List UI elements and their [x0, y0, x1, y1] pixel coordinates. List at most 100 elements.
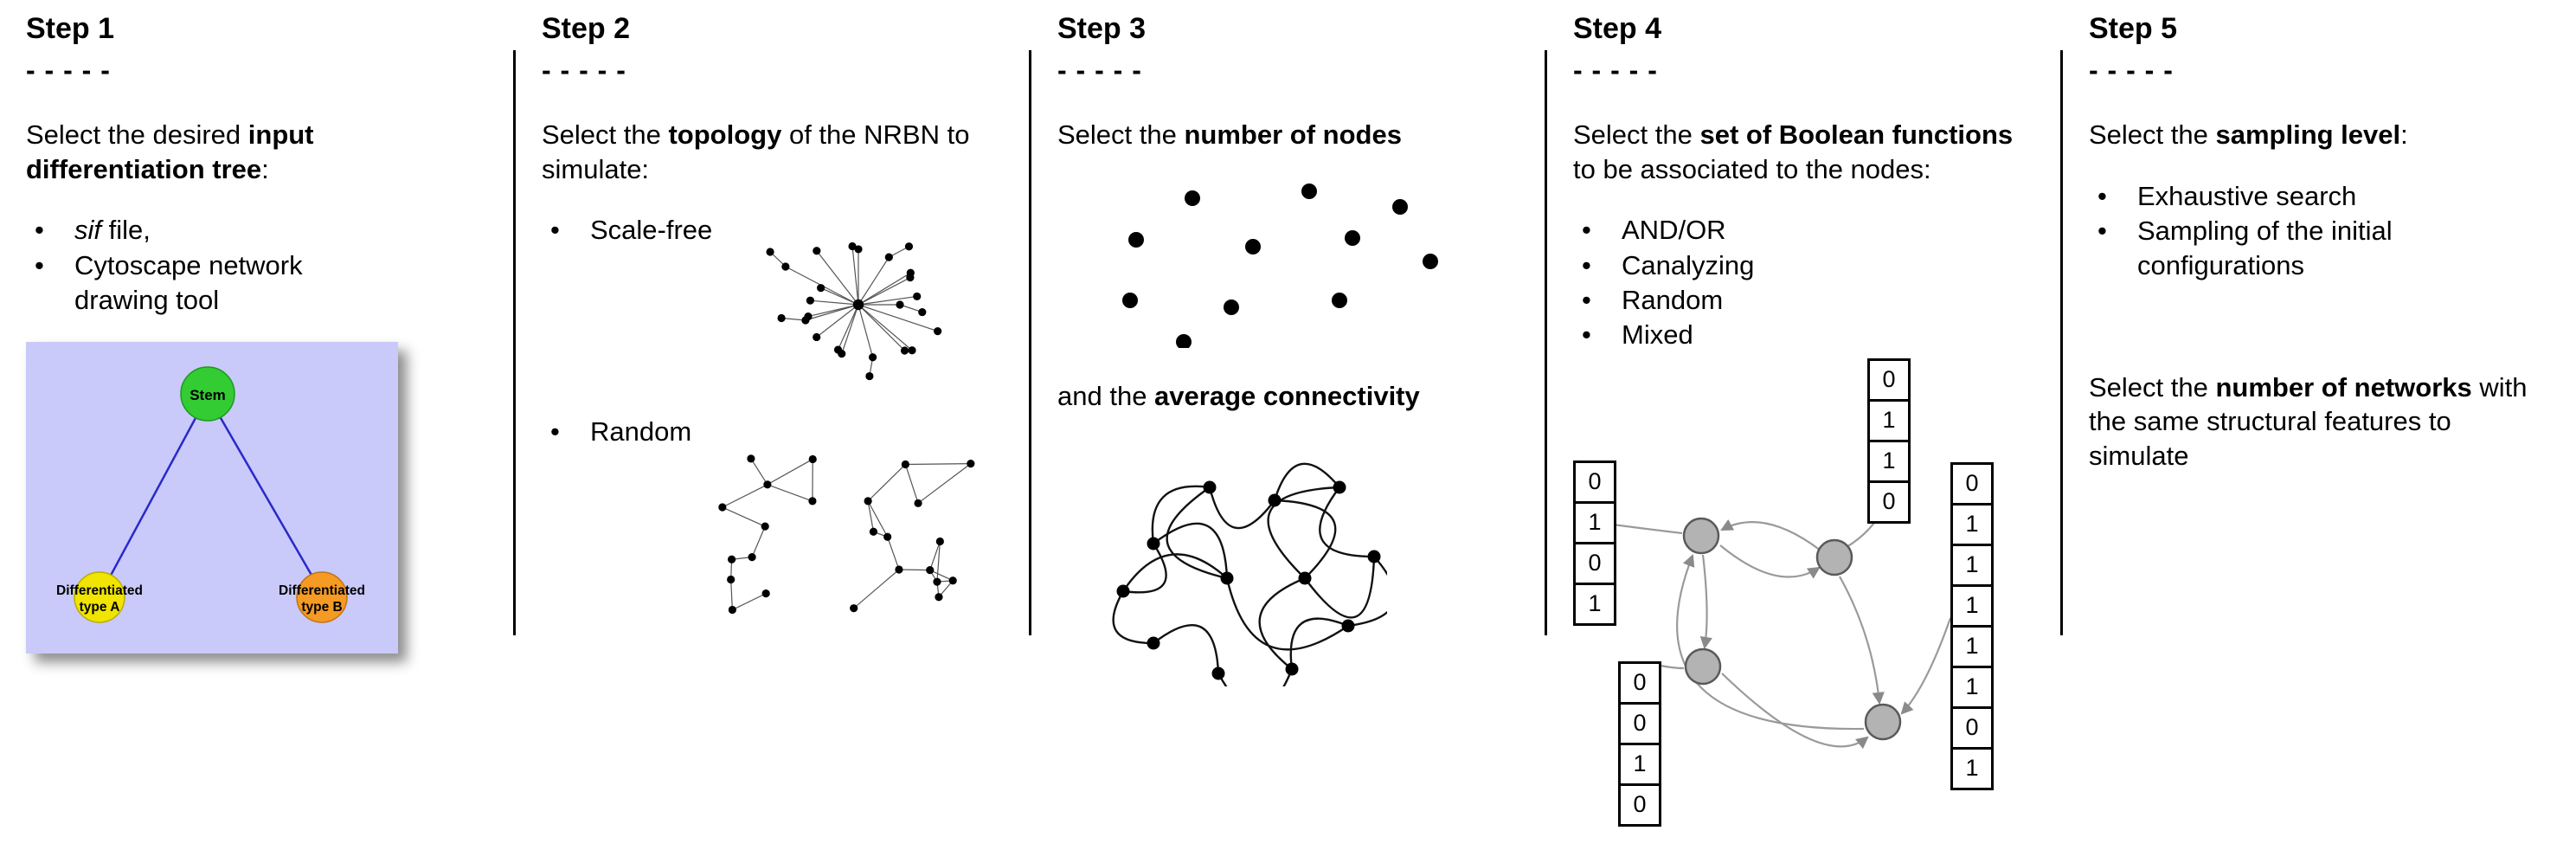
bullet-marker: [1573, 318, 1622, 352]
type-b-label-line2: type B: [301, 600, 342, 615]
bullet-item: Random: [1573, 283, 2040, 318]
truth-table-cell: 1: [1950, 503, 1994, 546]
bullet-item: Mixed: [1573, 318, 2040, 352]
bullet-item: Random: [542, 415, 691, 449]
text-segment: Select the: [1573, 119, 1699, 150]
truth-table-cell: 0: [1573, 460, 1616, 504]
step-4-bullets: AND/OR Canalyzing Random Mixed: [1573, 213, 2040, 352]
dashed-separator: - - - - -: [26, 55, 492, 87]
type-a-label-line1: Differentiated: [56, 583, 143, 598]
dashed-separator: - - - - -: [1573, 55, 2040, 87]
step-1-title: Step 1: [26, 12, 492, 46]
gene-node: [1686, 649, 1720, 684]
text-segment-bold: topology: [668, 119, 781, 150]
step-1-description: Select the desired input differentiation…: [26, 118, 492, 186]
boolean-network-nodes: [1684, 518, 1900, 739]
bullet-marker: [1573, 248, 1622, 283]
truth-table-cell: 1: [1950, 625, 1994, 668]
step-3-description-1: Select the number of nodes: [1057, 118, 1524, 152]
truth-table-cell: 1: [1950, 584, 1994, 628]
step-5-description: Select the sampling level:: [2089, 118, 2555, 152]
step-4-column: Step 4 - - - - - Select the set of Boole…: [1547, 0, 2060, 863]
bullet-item: Exhaustive search: [2089, 179, 2555, 214]
gene-node: [1684, 518, 1718, 553]
gene-node: [1817, 540, 1852, 575]
text-segment-bold: number of nodes: [1184, 119, 1401, 150]
text-segment: Select the desired: [26, 119, 248, 150]
scale-free-row: Scale-free: [542, 213, 1008, 411]
truth-table-cell: 1: [1950, 544, 1994, 587]
step-5-bullets: Exhaustive search Sampling of the initia…: [2089, 179, 2555, 284]
text-segment: :: [261, 154, 269, 184]
step-5-title: Step 5: [2089, 12, 2555, 46]
bullet-marker: [542, 415, 590, 449]
random-row: Random: [542, 415, 1008, 621]
bullet-marker: [26, 248, 74, 283]
bullet-marker: [542, 213, 590, 248]
bullet-label: Random: [590, 415, 691, 449]
bullet-label: Cytoscape network drawing tool: [74, 248, 386, 319]
truth-table-cell: 0: [1618, 702, 1661, 745]
text-segment: Select the: [2089, 372, 2215, 403]
bullet-label: sif file,: [74, 213, 151, 248]
bullet-item: Cytoscape network drawing tool: [26, 248, 492, 319]
step-2-title: Step 2: [542, 12, 1008, 46]
bullet-item: AND/OR: [1573, 213, 2040, 248]
bullet-label: Random: [1622, 283, 1723, 318]
differentiation-tree-svg: Stem Differentiated type A Differentiate…: [26, 342, 398, 654]
step-3-title: Step 3: [1057, 12, 1524, 46]
truth-table-cell: 1: [1573, 583, 1616, 626]
step-4-description: Select the set of Boolean functions to b…: [1573, 118, 2040, 186]
bullet-label: Scale-free: [590, 213, 712, 248]
step-3-column: Step 3 - - - - - Select the number of no…: [1031, 0, 1545, 863]
truth-table-cell: 1: [1573, 501, 1616, 544]
text-segment: and the: [1057, 381, 1154, 411]
truth-table-cell: 1: [1950, 666, 1994, 709]
bullet-item: Scale-free: [542, 213, 712, 248]
nodes-scatter-graphic: [1089, 179, 1461, 348]
truth-table-cell: 1: [1867, 440, 1911, 483]
step-4-title: Step 4: [1573, 12, 2040, 46]
step-1-bullets: sif file, Cytoscape network drawing tool: [26, 213, 492, 318]
bullet-label: AND/OR: [1622, 213, 1726, 248]
bullet-marker: [1573, 213, 1622, 248]
step-2-description: Select the topology of the NRBN to simul…: [542, 118, 1008, 186]
type-b-label-line1: Differentiated: [279, 583, 365, 598]
text-segment: :: [2400, 119, 2408, 150]
truth-table-cell: 0: [1618, 783, 1661, 827]
truth-table-cell: 1: [1618, 743, 1661, 786]
stem-label: Stem: [190, 387, 226, 403]
bullet-item: Canalyzing: [1573, 248, 2040, 283]
truth-table-cell: 0: [1867, 358, 1911, 402]
dashed-separator: - - - - -: [2089, 55, 2555, 87]
step-2-column: Step 2 - - - - - Select the topology of …: [516, 0, 1029, 863]
bullet-label: Canalyzing: [1622, 248, 1754, 283]
text-segment-bold: set of Boolean functions: [1699, 119, 2013, 150]
truth-table-cell: 1: [1950, 747, 1994, 790]
text-segment-bold: number of networks: [2215, 372, 2471, 403]
text-segment-italic: sif: [74, 215, 101, 245]
truth-table-cell: 0: [1950, 706, 1994, 750]
bullet-marker: [26, 213, 74, 248]
bullet-marker: [2089, 179, 2137, 214]
text-segment: file,: [101, 215, 151, 245]
step-5-description-2: Select the number of networks with the s…: [2089, 370, 2555, 473]
bullet-label: Exhaustive search: [2137, 179, 2356, 214]
truth-table-cell: 0: [1618, 661, 1661, 705]
type-a-label-line2: type A: [80, 600, 120, 615]
boolean-network-edges: [1613, 504, 1950, 746]
truth-table-cell: 1: [1867, 399, 1911, 442]
connectivity-network-graphic: [1089, 440, 1387, 686]
text-segment: Select the: [2089, 119, 2215, 150]
step-5-column: Step 5 - - - - - Select the sampling lev…: [2063, 0, 2576, 863]
bullet-marker: [1573, 283, 1622, 318]
text-segment-bold: sampling level: [2215, 119, 2400, 150]
bullet-item: Sampling of the initial configurations: [2089, 214, 2555, 284]
truth-table-cell: 0: [1867, 480, 1911, 524]
dashed-separator: - - - - -: [1057, 55, 1524, 87]
scale-free-network-graphic: [716, 208, 992, 411]
